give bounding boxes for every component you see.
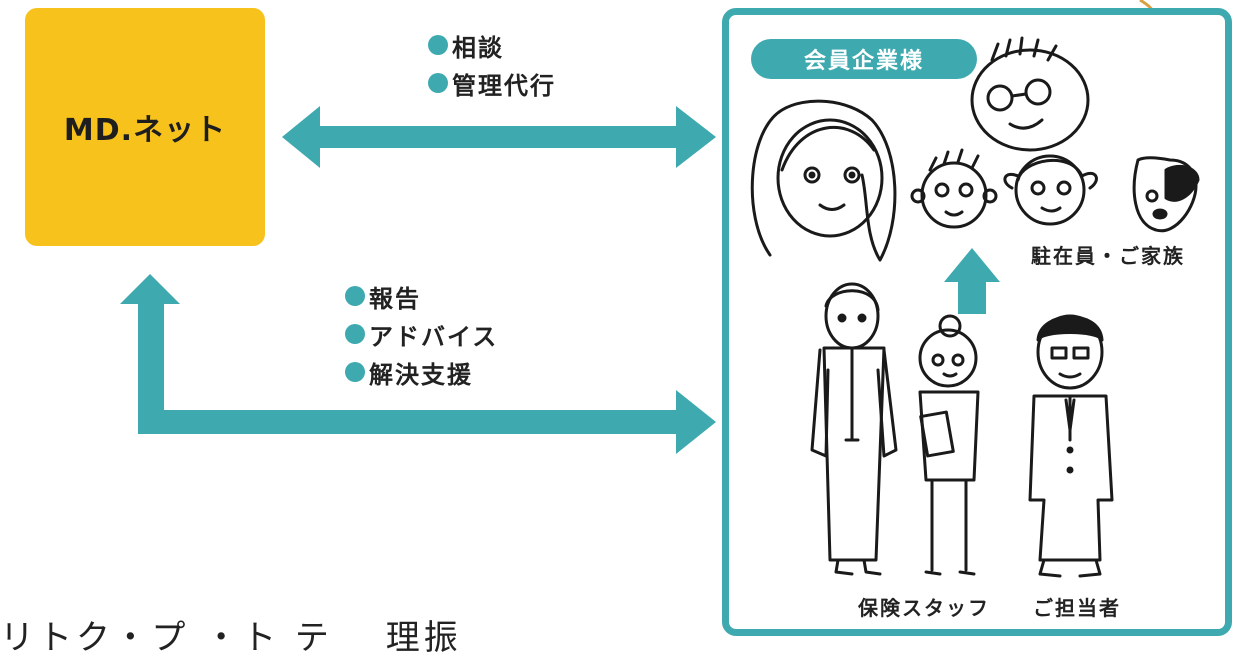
list-item: アドバイス (345, 315, 498, 353)
md-net-label: MD.ネット (63, 113, 227, 148)
up-arrow (944, 248, 1000, 314)
cropped-heading: リトク・プ ・ト テ 理振 (0, 618, 462, 658)
member-companies-label: 会員企業様 (751, 39, 977, 79)
man-suit-icon (1028, 314, 1114, 578)
top-bullet-list: 相談 管理代行 (428, 26, 556, 102)
bullet-text: 報告 (369, 284, 421, 313)
bullet-dot-icon (345, 324, 365, 344)
man-glasses-face-icon (970, 36, 1090, 152)
people-illustration (750, 36, 1200, 578)
l-arrow (120, 274, 716, 454)
staff-caption: 保険スタッフ (858, 596, 990, 620)
member-companies-box: 会員企業様 (722, 8, 1232, 636)
bullet-dot-icon (345, 362, 365, 382)
list-item: 解決支援 (345, 353, 498, 391)
bullet-text: 解決支援 (369, 360, 473, 389)
bullet-dot-icon (428, 73, 448, 93)
double-arrow (282, 106, 716, 168)
tanto-caption: ご担当者 (1033, 596, 1121, 620)
list-item: 管理代行 (428, 64, 556, 102)
bullet-text: 管理代行 (452, 71, 556, 100)
bullet-text: アドバイス (369, 322, 499, 351)
bullet-dot-icon (428, 35, 448, 55)
family-caption: 駐在員・ご家族 (1031, 244, 1185, 268)
woman-face-icon (750, 99, 897, 262)
list-item: 相談 (428, 26, 556, 64)
nurse-icon (918, 314, 980, 576)
boy-face-icon (910, 148, 998, 229)
dog-face-icon (1132, 156, 1200, 233)
doctor-icon (810, 282, 898, 576)
list-item: 報告 (345, 277, 498, 315)
bullet-text: 相談 (452, 33, 504, 62)
md-net-box: MD.ネット (25, 8, 265, 246)
bottom-bullet-list: 報告 アドバイス 解決支援 (345, 277, 498, 391)
girl-face-icon (1003, 154, 1098, 226)
bullet-dot-icon (345, 286, 365, 306)
